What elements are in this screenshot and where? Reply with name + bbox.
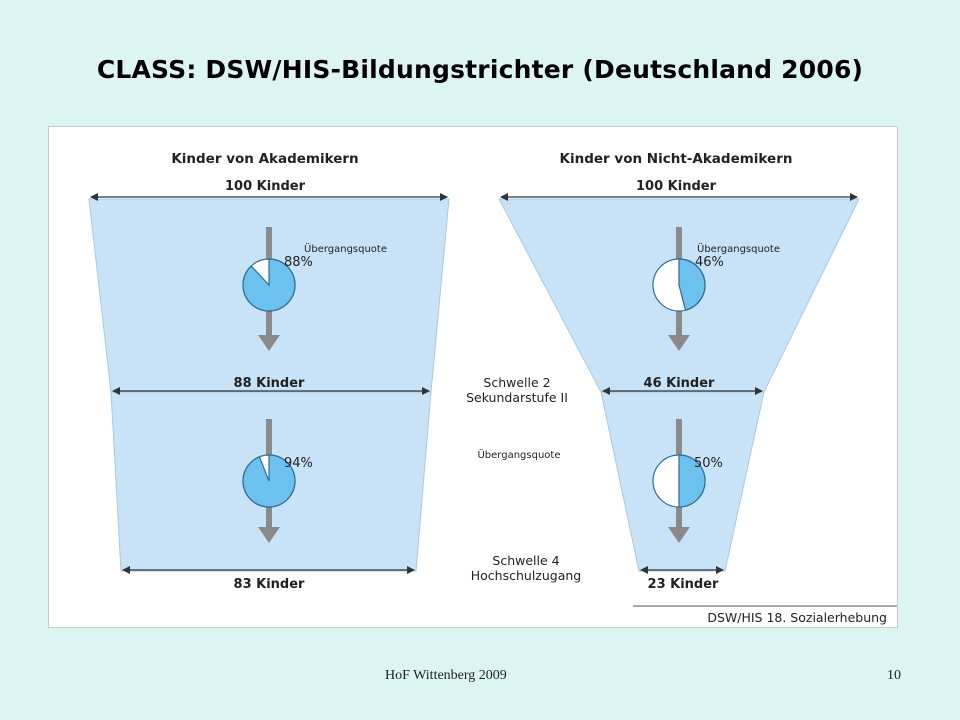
right-lower-rate-pie-slice <box>678 454 706 508</box>
funnel-figure: Kinder von Akademikern Kinder von Nicht-… <box>48 126 898 628</box>
left-top-count: 100 Kinder <box>225 179 306 194</box>
left-lower-rate-pie-slice <box>242 454 296 508</box>
threshold2-label-line1: Schwelle 2 <box>483 375 550 390</box>
page-number: 10 <box>887 668 901 683</box>
source-citation: DSW/HIS 18. Sozialerhebung <box>707 610 887 625</box>
threshold2-label-line2: Sekundarstufe II <box>466 390 568 405</box>
footer-organization: HoF Wittenberg 2009 <box>385 668 507 683</box>
middle-rate-label: Übergangsquote <box>477 448 560 461</box>
left-mid-count: 88 Kinder <box>234 376 306 391</box>
funnel-diagram-svg: Kinder von Akademikern Kinder von Nicht-… <box>88 151 897 625</box>
left-bottom-count: 83 Kinder <box>234 577 306 592</box>
left-rate2-text: 94% <box>284 456 313 471</box>
left-upper-rate-pie-slice <box>242 258 296 312</box>
right-top-count: 100 Kinder <box>636 179 717 194</box>
left-header: Kinder von Akademikern <box>171 151 358 167</box>
left-upper-rate-pie <box>242 258 296 312</box>
right-rate-label: Übergangsquote <box>697 242 780 255</box>
left-rate-label: Übergangsquote <box>304 242 387 255</box>
right-upper-rate-pie-slice <box>678 258 706 311</box>
right-mid-count: 46 Kinder <box>644 376 716 391</box>
right-rate2-text: 50% <box>694 456 723 471</box>
threshold4-label-line1: Schwelle 4 <box>492 553 559 568</box>
right-bottom-count: 23 Kinder <box>648 577 720 592</box>
right-rate1-text: 46% <box>695 255 724 270</box>
right-lower-rate-pie <box>652 454 706 508</box>
slide-title: CLASS: DSW/HIS-Bildungstrichter (Deutsch… <box>96 55 864 84</box>
right-upper-rate-pie <box>652 258 706 312</box>
left-lower-rate-pie <box>242 454 296 508</box>
right-header: Kinder von Nicht-Akademikern <box>560 151 793 167</box>
threshold4-label-line2: Hochschulzugang <box>471 568 581 583</box>
left-rate1-text: 88% <box>284 255 313 270</box>
